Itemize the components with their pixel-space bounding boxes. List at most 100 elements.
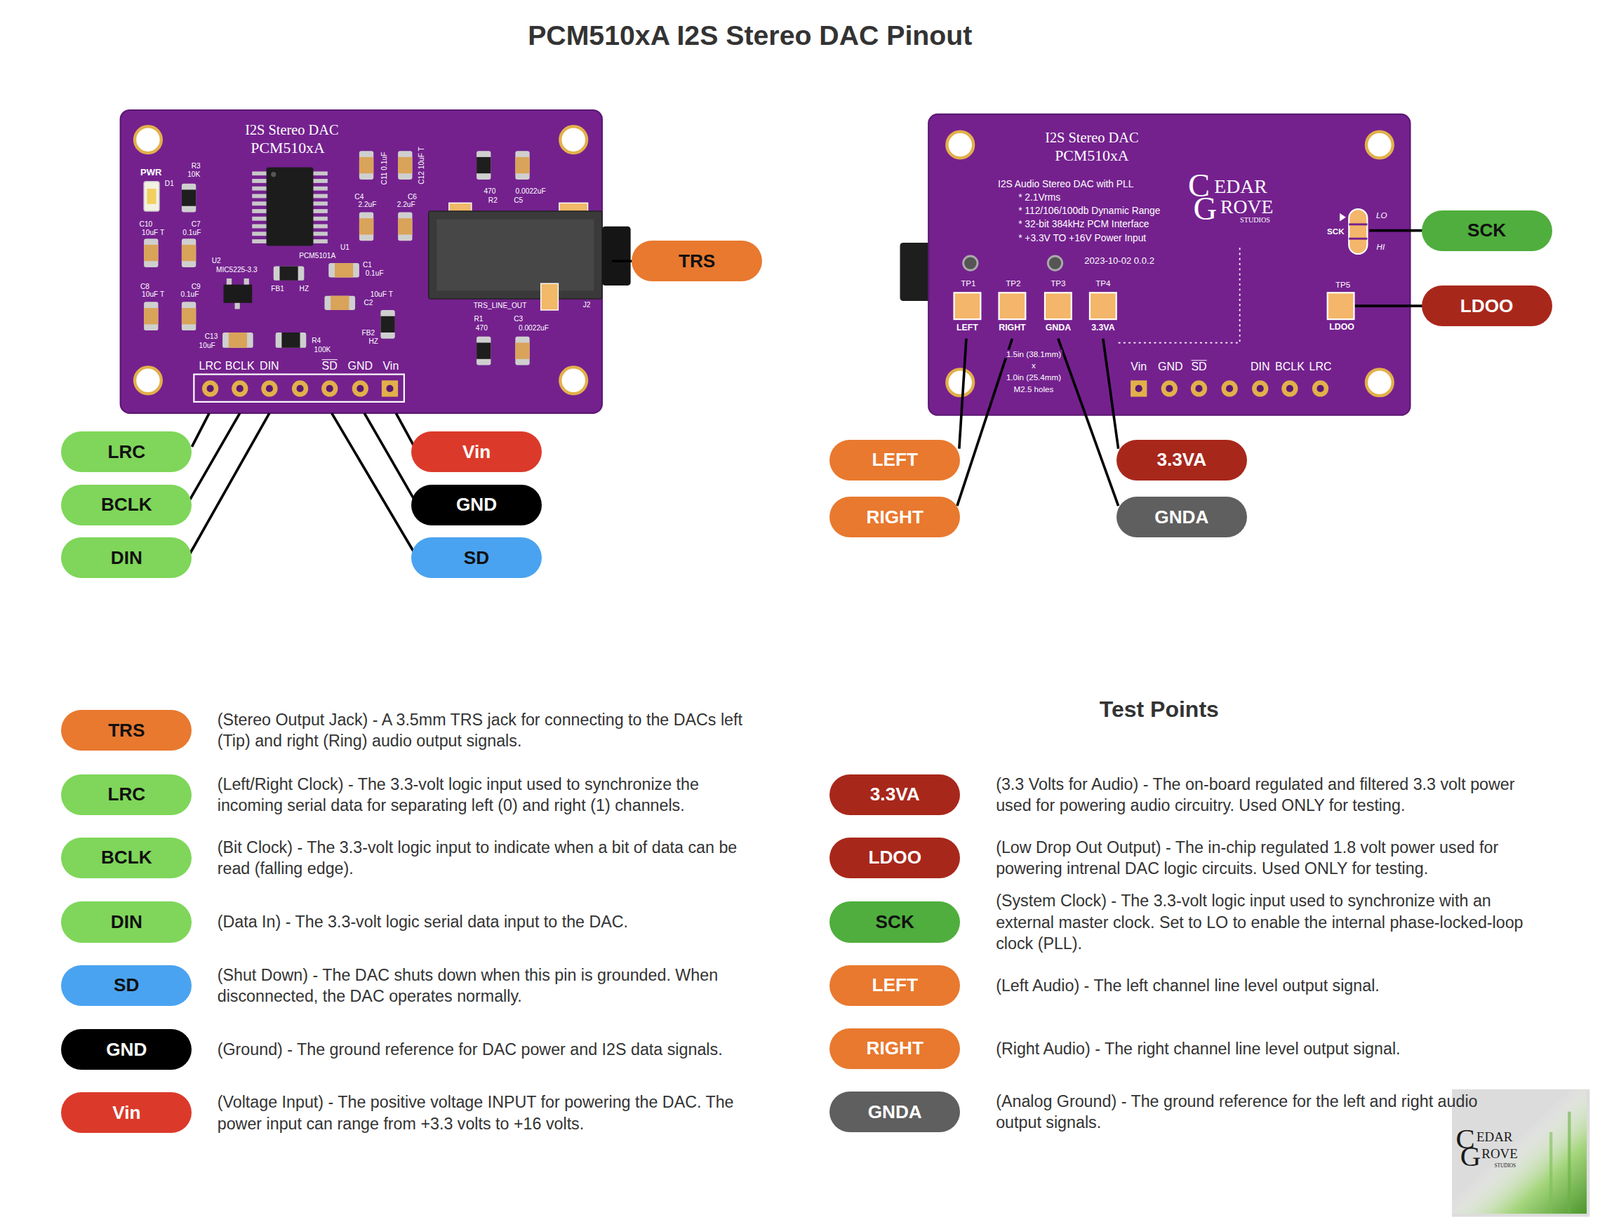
smd-components-part xyxy=(273,265,305,280)
silkscreen-label: PCM510xA xyxy=(250,139,325,157)
test-pads-part xyxy=(1089,292,1117,320)
silkscreen-label: TP2 xyxy=(1005,279,1021,289)
smd-components-part xyxy=(143,308,158,325)
callout-text: LDOO xyxy=(868,847,922,869)
leader-line-part xyxy=(959,338,967,450)
watermark-text: ROVE xyxy=(1481,1146,1518,1162)
silkscreen-label: TRS_LINE_OUT xyxy=(473,302,528,311)
silkscreen-label: HI xyxy=(1376,242,1386,252)
smd-components-part xyxy=(515,157,530,174)
pin-callout: DIN xyxy=(61,901,192,943)
pin-header-part xyxy=(1286,385,1294,393)
callout-text: GND xyxy=(456,494,497,516)
silkscreen-label: C10 xyxy=(139,220,153,229)
silkscreen-label: 3.3VA xyxy=(1091,323,1115,334)
smd-components-part xyxy=(279,265,298,280)
right-board xyxy=(899,114,1410,416)
silkscreen-label: J2 xyxy=(583,301,591,309)
pin-header-part xyxy=(231,380,248,397)
smd-components-part xyxy=(223,284,253,304)
pin-label: Vin xyxy=(382,360,399,373)
smd-components-part xyxy=(380,316,395,333)
pin-callout: RIGHT xyxy=(829,1028,960,1070)
callout-text: 3.3VA xyxy=(1156,449,1207,471)
silkscreen-label: LDOO xyxy=(1329,322,1355,333)
silkscreen-label: FB1 xyxy=(270,284,285,293)
silkscreen-label: I2S Stereo DAC xyxy=(1044,129,1139,146)
left-board xyxy=(120,110,603,414)
left-board-part xyxy=(560,126,587,153)
smd-components-part xyxy=(397,211,412,241)
pin-header-part xyxy=(321,380,338,397)
left-board-part xyxy=(120,110,603,414)
callout-text: SD xyxy=(463,548,490,569)
silkscreen-label: * 112/106/100db Dynamic Range xyxy=(1018,205,1160,217)
smd-components-part xyxy=(476,150,491,180)
smd-components-part xyxy=(143,238,158,268)
pin-label: GND xyxy=(1157,361,1184,375)
callout-text: TRS xyxy=(108,720,145,742)
smd-components-part xyxy=(515,336,530,366)
callout-text: LRC xyxy=(107,784,146,805)
dac-chip-part xyxy=(270,171,276,177)
pin-callout: Vin xyxy=(411,431,542,473)
callout-text: LEFT xyxy=(872,449,918,471)
pin-header-part xyxy=(265,385,273,393)
description-text: (Low Drop Out Output) - The in-chip regu… xyxy=(995,837,1527,880)
leader-line xyxy=(190,230,1425,555)
silkscreen-label: 0.0022uF xyxy=(515,188,546,196)
pin-callout: BCLK xyxy=(61,837,192,879)
pin-header-part xyxy=(1281,380,1298,397)
silkscreen-label: FB2 xyxy=(362,329,376,338)
right-board-part xyxy=(899,242,931,302)
silkscreen-label: U2 xyxy=(211,257,222,266)
pin-header-part xyxy=(1130,380,1147,397)
logo-text: EDAR xyxy=(1214,176,1267,198)
smd-components-part xyxy=(275,332,307,349)
smd-components-part xyxy=(359,150,374,180)
callout-text: 3.3VA xyxy=(870,784,920,805)
silkscreen-label: 470 xyxy=(483,188,496,196)
pin-callout: LRC xyxy=(61,774,192,816)
callout-text: GNDA xyxy=(868,1102,923,1123)
silkscreen-label: 10K xyxy=(187,170,200,179)
smd-components-part xyxy=(476,157,491,174)
smd-components-part xyxy=(143,244,158,262)
pin-label: DIN xyxy=(1250,361,1271,375)
pin-header-part xyxy=(1256,385,1264,393)
callout-text: GND xyxy=(105,1040,147,1061)
dac-chip xyxy=(251,167,328,246)
silkscreen-label: 0.0022uF xyxy=(518,324,549,333)
smd-components-part xyxy=(397,157,412,174)
pin-callout: GND xyxy=(411,484,542,526)
pin-callout: GND xyxy=(61,1029,192,1071)
pin-header-part xyxy=(326,385,334,393)
audio-jack-part xyxy=(428,211,603,299)
left-board-part xyxy=(134,367,162,394)
smd-components-part xyxy=(228,332,248,349)
smd-components-part xyxy=(334,263,353,278)
callout-text: GNDA xyxy=(1154,507,1209,528)
silkscreen-label: 100K xyxy=(314,345,332,354)
silkscreen-label: C13 xyxy=(204,332,219,341)
left-board-part xyxy=(134,126,162,153)
pin-callout: SD xyxy=(411,537,542,579)
pin-header-part xyxy=(381,380,398,397)
pin-header-part xyxy=(202,380,219,397)
callout-text: DIN xyxy=(110,548,143,569)
silkscreen-label: I2S Audio Stereo DAC with PLL xyxy=(997,179,1134,191)
pin-header-part xyxy=(1221,380,1238,397)
silkscreen-label: PCM5101A xyxy=(298,251,336,260)
test-pads-part xyxy=(1327,292,1355,320)
silkscreen-label: C12 10uF T xyxy=(417,146,426,185)
smd-components-part xyxy=(181,308,196,325)
silkscreen-label: C4 xyxy=(354,192,364,201)
pin-callout: TRS xyxy=(61,710,192,751)
pin-header xyxy=(193,374,405,403)
left-board-part xyxy=(560,367,587,394)
silkscreen-label: C6 xyxy=(407,192,417,201)
description-text: (Left Audio) - The left channel line lev… xyxy=(995,975,1527,997)
silkscreen-label: R4 xyxy=(311,336,321,345)
pin-label: Vin xyxy=(1130,361,1147,375)
test-pads xyxy=(954,292,1355,320)
